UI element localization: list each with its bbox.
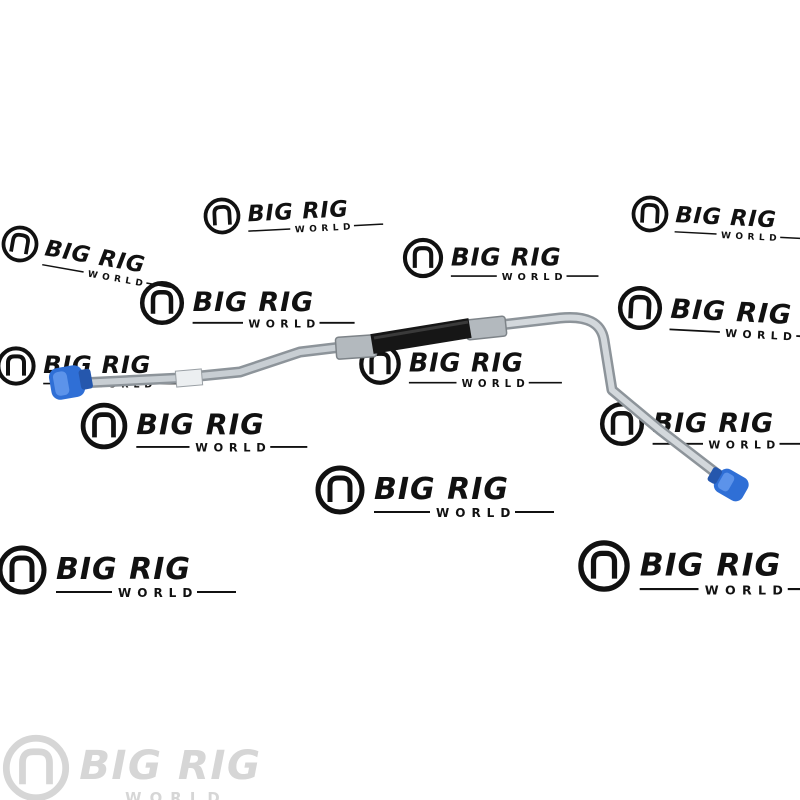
brand-name: BIG RIG [670,294,793,331]
brand-tagline: WORLD [462,379,530,390]
brand-logo-icon [619,287,661,329]
brand-tagline: WORLD [195,441,271,455]
brand-logo-icon [318,468,362,512]
brand-tagline: WORLD [248,317,320,330]
brand-tagline: WORLD [436,506,516,520]
brand-logo-icon [202,196,242,236]
brand-tagline: WORLD [295,222,356,235]
brand-name: BIG RIG [56,552,191,587]
brand-logo-icon [83,405,125,447]
brand-name: BIG RIG [640,547,782,583]
brand-tagline: WORLD [118,586,198,600]
brand-logo-icon [405,240,441,276]
corner-brand-tagline: WORLD [125,789,228,800]
brand-name: BIG RIG [451,242,562,271]
corner-brand-name: BIG RIG [79,741,261,789]
fuel-line-assembly [48,311,749,502]
brand-name: BIG RIG [409,349,524,379]
brand-logo-icon [0,348,34,383]
brand-name: BIG RIG [675,202,777,233]
brand-tagline: WORLD [708,438,780,451]
brand-name: BIG RIG [136,409,264,442]
brand-tagline: WORLD [721,231,782,244]
brand-tagline: WORLD [705,582,789,597]
brand-logo-icon [0,548,44,592]
corner-logo-icon [2,734,70,800]
brand-tagline: WORLD [725,327,798,344]
brand-name: BIG RIG [193,287,315,318]
brand-name: BIG RIG [374,472,509,507]
brand-tagline: WORLD [502,272,568,283]
brand-logo-icon [581,543,627,589]
brand-logo-icon [630,194,670,234]
brand-name: BIG RIG [247,196,349,227]
brand-logo-icon [142,283,182,323]
brand-logo-icon [0,223,41,265]
